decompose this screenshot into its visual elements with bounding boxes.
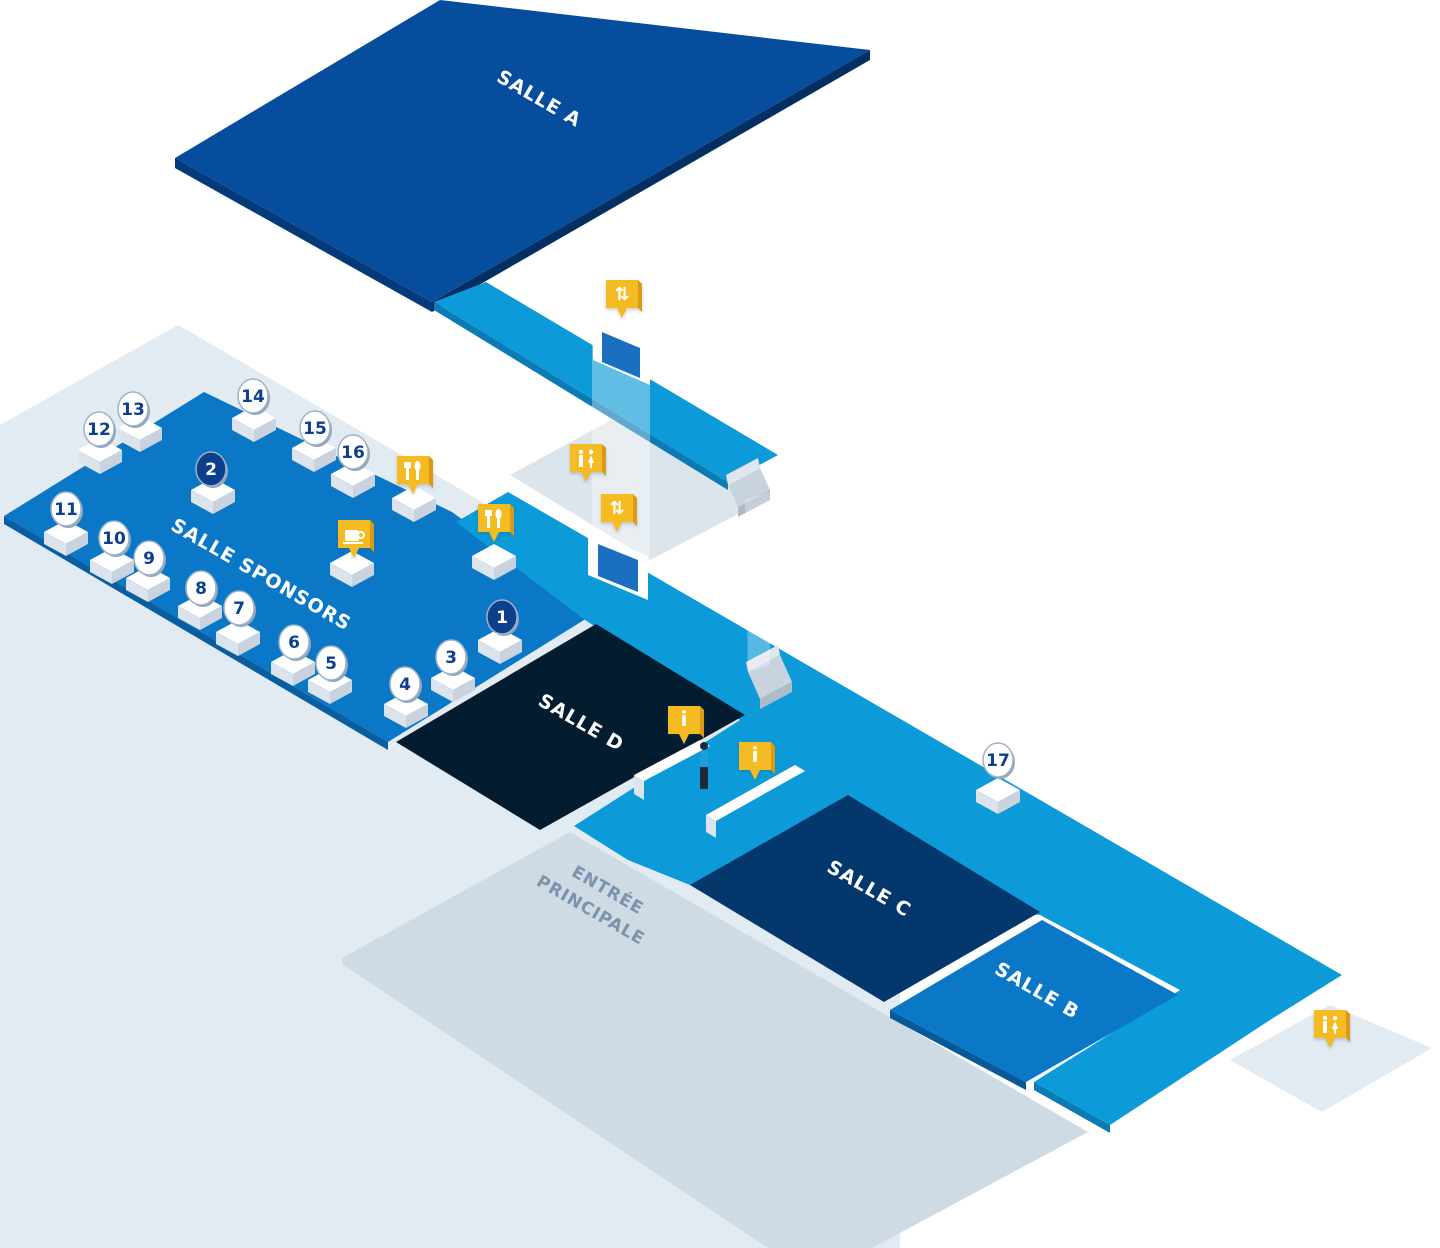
stand-badge-15[interactable]: 15 — [299, 410, 332, 447]
stand-badge-6[interactable]: 6 — [278, 624, 311, 661]
reception-desk-2[interactable] — [706, 765, 805, 838]
svg-text:⇅: ⇅ — [609, 498, 624, 519]
stand-number: 8 — [195, 579, 207, 599]
stand-number: 17 — [986, 751, 1010, 771]
booth-pedestal — [392, 486, 436, 522]
salle-b[interactable]: SALLE B — [890, 920, 1178, 1090]
restaurant-icon[interactable] — [397, 456, 433, 494]
booth-pedestal — [90, 548, 134, 584]
reception-desk-1[interactable] — [634, 740, 710, 800]
stand-number: 16 — [341, 443, 365, 463]
stand-badge-4[interactable]: 4 — [389, 666, 422, 703]
stand-number: 14 — [241, 387, 265, 407]
salle-a[interactable]: SALLE A — [175, 0, 870, 312]
stand-number: 5 — [325, 654, 337, 674]
stand-number: 7 — [233, 599, 245, 619]
stair-shaft — [745, 492, 770, 672]
entrance-floor — [342, 832, 1088, 1248]
booth-pedestal — [232, 406, 276, 442]
stand-number: 2 — [205, 460, 217, 480]
stand-badge-10[interactable]: 10 — [98, 520, 131, 557]
stand-number: 4 — [399, 675, 411, 695]
stand-number: 3 — [445, 648, 457, 668]
info-icon[interactable]: i — [668, 706, 704, 744]
booths — [44, 406, 1020, 814]
stand-badge-11[interactable]: 11 — [50, 491, 83, 528]
stand-number: 13 — [121, 400, 145, 420]
stand-number: 11 — [54, 500, 78, 520]
booth-pedestal — [330, 551, 374, 587]
elevator-shaft — [592, 330, 650, 600]
person-figure — [700, 742, 708, 789]
stand-number: 10 — [102, 529, 126, 549]
stand-badge-12[interactable]: 12 — [83, 411, 116, 448]
service-markers: ⇅ ⇅ i i — [338, 280, 1350, 1048]
stand-number: 9 — [143, 549, 155, 569]
elevator-lower[interactable] — [588, 530, 648, 600]
booth-pedestal — [431, 666, 475, 702]
stand-number: 15 — [303, 419, 327, 439]
stairs-lower[interactable] — [746, 645, 792, 709]
booth-pedestal — [78, 438, 122, 474]
stand-badge-8[interactable]: 8 — [185, 570, 218, 607]
restroom-icon[interactable] — [1314, 1010, 1350, 1048]
booth-pedestal — [976, 778, 1020, 814]
salle-d[interactable]: SALLE D — [396, 624, 745, 830]
stand-badge-5[interactable]: 5 — [315, 645, 348, 682]
svg-text:i: i — [681, 707, 688, 731]
stand-badge-7[interactable]: 7 — [223, 590, 256, 627]
stairs-upper[interactable] — [726, 458, 770, 517]
ground-plate-right — [1230, 1005, 1432, 1112]
stand-badge-9[interactable]: 9 — [133, 540, 166, 577]
stand-number: 6 — [288, 633, 300, 653]
restaurant-icon[interactable] — [478, 504, 514, 542]
stand-number: 12 — [87, 420, 111, 440]
stand-badge-1[interactable]: 1 — [486, 599, 519, 636]
booth-pedestal — [216, 620, 260, 656]
restroom-icon[interactable] — [570, 444, 606, 482]
salle-c[interactable]: SALLE C — [690, 795, 1040, 1002]
booth-pedestal — [331, 462, 375, 498]
booth-pedestal — [44, 520, 88, 556]
elevator-icon[interactable]: ⇅ — [601, 494, 637, 532]
upper-corridor — [434, 282, 778, 482]
svg-text:⇅: ⇅ — [614, 284, 629, 305]
stand-badge-3[interactable]: 3 — [435, 639, 468, 676]
coffee-icon[interactable] — [338, 520, 374, 558]
elevator-upper[interactable] — [593, 318, 650, 385]
stand-badge-17[interactable]: 17 — [982, 742, 1015, 779]
info-icon[interactable]: i — [739, 742, 775, 780]
main-corridor — [456, 492, 1342, 1133]
booth-pedestal — [191, 478, 235, 514]
svg-text:i: i — [752, 743, 759, 767]
elevator-icon[interactable]: ⇅ — [606, 280, 642, 318]
stand-badge-13[interactable]: 13 — [117, 391, 150, 428]
booth-pedestal — [472, 544, 516, 580]
stand-badge-14[interactable]: 14 — [237, 378, 270, 415]
stand-number: 1 — [496, 608, 508, 628]
stand-badge-2[interactable]: 2 — [195, 451, 228, 488]
stand-badge-16[interactable]: 16 — [337, 434, 370, 471]
